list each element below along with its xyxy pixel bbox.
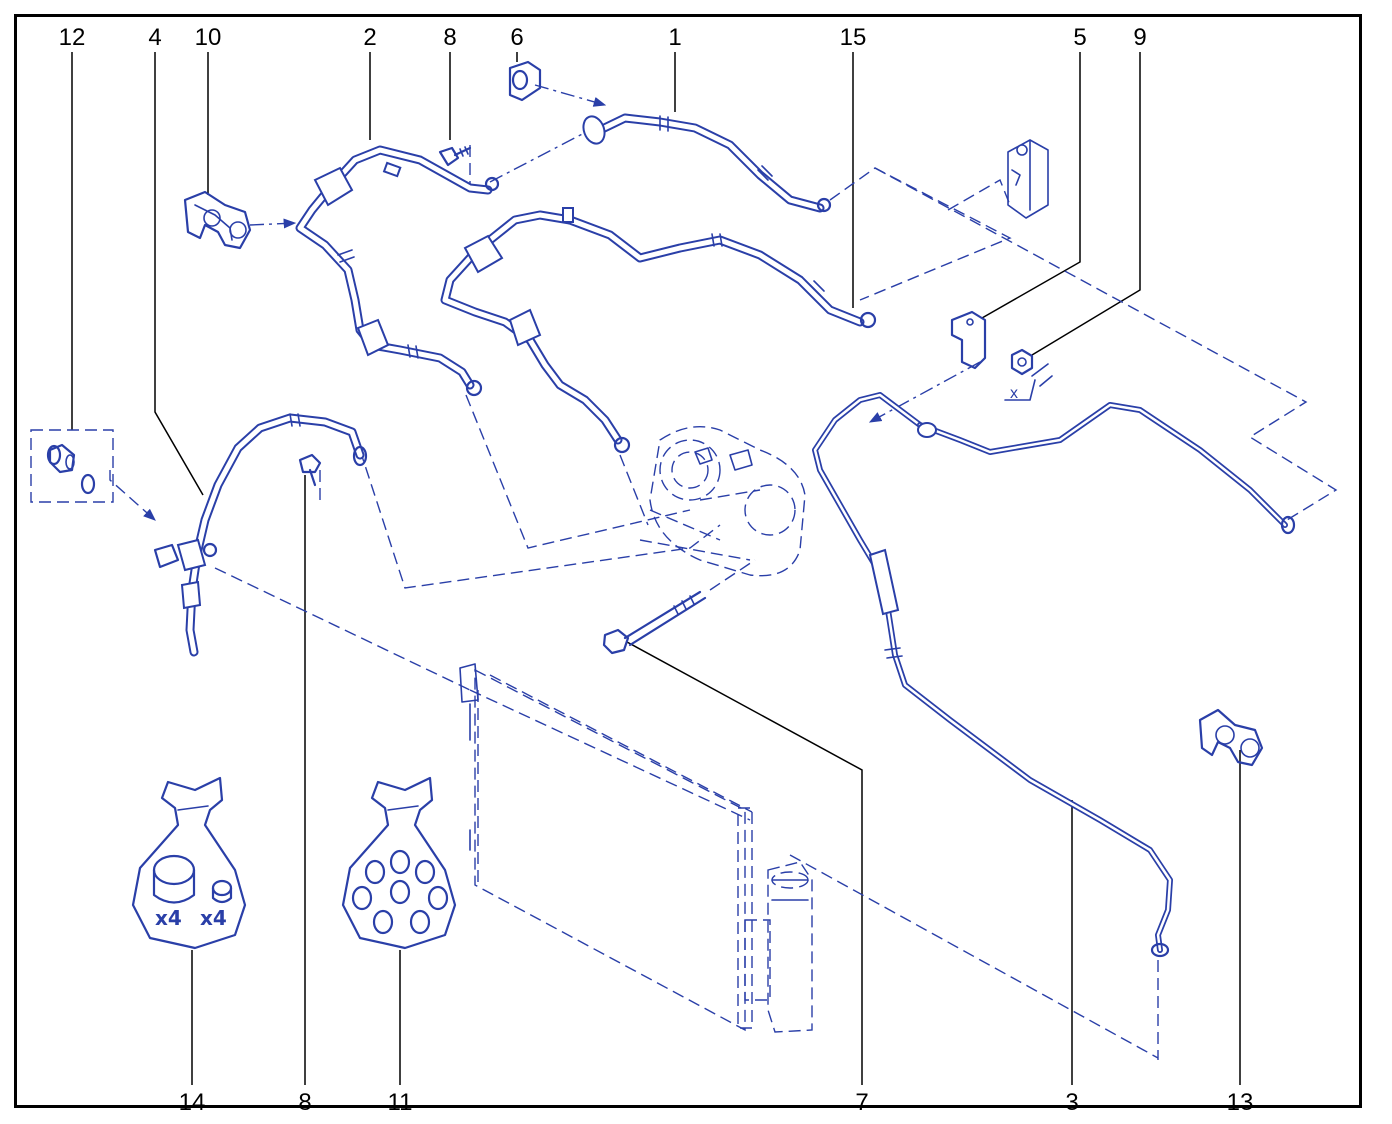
expansion-valve: [1007, 139, 1049, 219]
hose-1: [582, 113, 832, 213]
clip-13: [1198, 708, 1264, 767]
leader-7: [626, 641, 863, 1085]
callout-2: 2: [363, 24, 376, 51]
pressure-switch-12: [30, 429, 114, 503]
callouts-bottom: 14 8 11 7 3 13: [179, 1089, 1254, 1116]
callout-9: 9: [1133, 24, 1146, 51]
callouts-top: 12 4 10 2 8 6 1 15 5 9: [59, 24, 1147, 51]
assembly-dash-lines: [109, 84, 1338, 1060]
bolt-8-top: [438, 146, 472, 167]
callout-13: 13: [1227, 1089, 1254, 1116]
leader-9: [1031, 52, 1141, 356]
callout-1: 1: [668, 24, 681, 51]
seal-kit-14: x4 x4: [131, 776, 247, 950]
pipe-3: [812, 392, 1296, 958]
nut-9: x: [1004, 348, 1053, 402]
callout-5: 5: [1073, 24, 1086, 51]
condenser: [459, 663, 813, 1033]
callout-11: 11: [388, 1089, 413, 1116]
callout-8-bottom: 8: [298, 1089, 311, 1116]
bolt-8-bottom: [298, 453, 322, 487]
hose-15: [440, 207, 877, 454]
compressor: [649, 425, 806, 577]
hose-2: [295, 145, 500, 397]
hose-4: [153, 413, 368, 657]
qty-large-seal: x4: [155, 906, 182, 930]
callout-6: 6: [510, 24, 523, 51]
leader-lines: [71, 52, 1241, 1085]
bracket-5: [950, 310, 987, 370]
callout-14: 14: [179, 1089, 206, 1116]
dimension-x-label: x: [1010, 385, 1018, 402]
bolt-7: [602, 590, 707, 655]
oring-kit-11: [341, 776, 457, 950]
callout-4: 4: [148, 24, 161, 51]
callout-15: 15: [840, 24, 867, 51]
leader-4: [154, 52, 204, 496]
leader-5: [981, 52, 1081, 319]
callout-10: 10: [195, 24, 222, 51]
callout-3: 3: [1065, 1089, 1078, 1116]
qty-small-seal: x4: [200, 906, 227, 930]
callout-7: 7: [855, 1089, 868, 1116]
callout-12: 12: [59, 24, 86, 51]
clip-10: [183, 190, 252, 250]
grommet-6: [508, 60, 542, 102]
callout-8-top: 8: [443, 24, 456, 51]
